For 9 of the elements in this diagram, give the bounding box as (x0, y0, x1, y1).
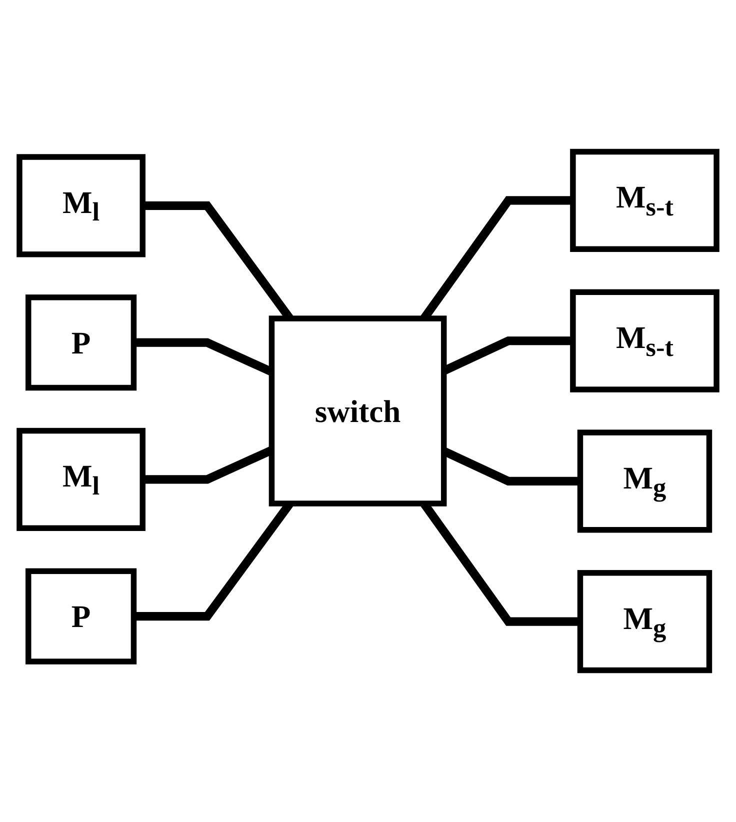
node-box: M$_{s-t}$ (570, 148, 720, 252)
node-box: P (26, 294, 137, 391)
node-box: switch (268, 316, 447, 506)
node-box: M$_{l}$ (16, 428, 146, 531)
node-box: M$_{s-t}$ (570, 289, 720, 392)
node-box: M$_{l}$ (16, 154, 146, 258)
node-box: M$_{g}$ (577, 570, 712, 674)
node-box: M$_{g}$ (577, 430, 712, 533)
node-box: P (26, 568, 137, 664)
